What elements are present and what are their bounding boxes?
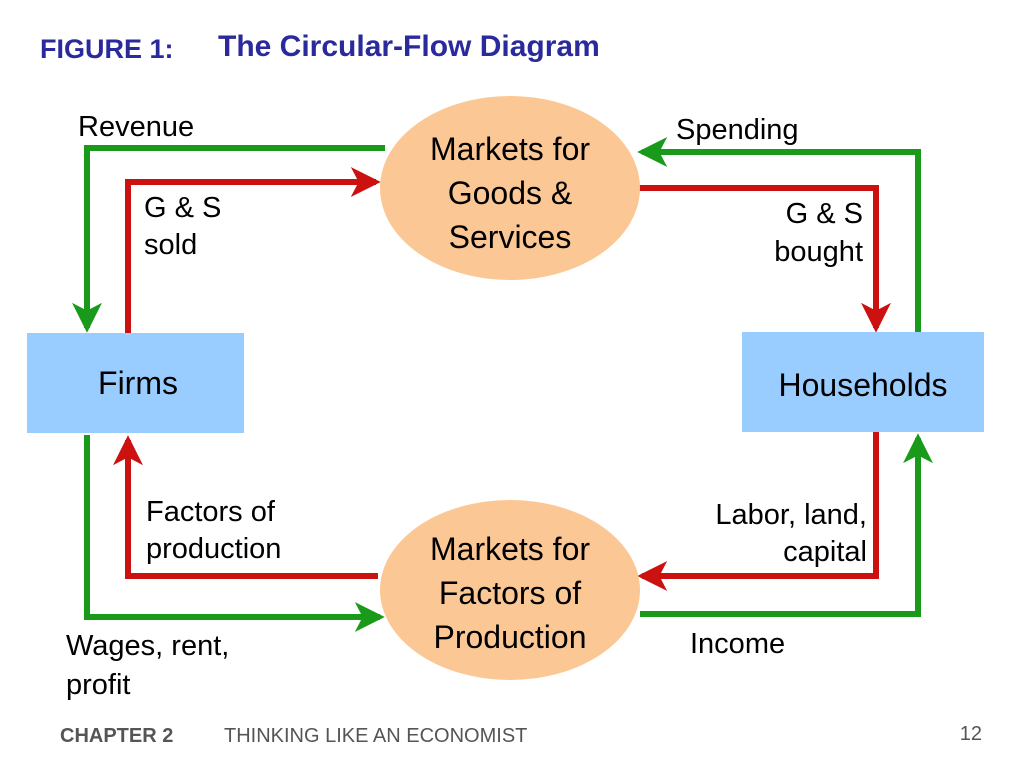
factors-market-label-2: Factors of <box>439 575 581 611</box>
wages-label-1: Wages, rent, <box>66 630 229 662</box>
income-flow-arrow <box>640 433 933 617</box>
firms-label: Firms <box>98 365 178 401</box>
goods-market-label-1: Markets for <box>430 131 590 167</box>
factors-label-2: production <box>146 533 281 565</box>
spending-label: Spending <box>676 114 799 146</box>
page-title: The Circular-Flow Diagram <box>218 30 600 63</box>
labor-label-1: Labor, land, <box>715 499 867 531</box>
income-label: Income <box>690 628 785 660</box>
page-number: 12 <box>959 723 982 745</box>
goods-market-label-2: Goods & <box>448 175 573 211</box>
wages-flow-arrow <box>84 435 385 632</box>
footer-topic: THINKING LIKE AN ECONOMIST <box>224 725 528 747</box>
gs-sold-flow-arrow <box>125 167 381 333</box>
goods-market-label-3: Services <box>449 219 572 255</box>
footer-chapter: CHAPTER 2 <box>60 725 174 747</box>
factors-label-1: Factors of <box>146 496 276 528</box>
revenue-label: Revenue <box>78 111 194 143</box>
factors-market-label-1: Markets for <box>430 531 590 567</box>
goods-market-node <box>380 96 640 280</box>
factors-flow-arrow <box>113 435 378 579</box>
gs-bought-label-1: G & S <box>786 198 863 230</box>
figure-label: FIGURE 1: <box>40 34 174 64</box>
gs-bought-flow-arrow <box>638 185 891 333</box>
households-node <box>742 332 984 432</box>
gs-sold-label-1: G & S <box>144 192 221 224</box>
factors-market-label-3: Production <box>434 619 587 655</box>
gs-sold-label-2: sold <box>144 229 197 261</box>
gs-bought-label-2: bought <box>774 236 863 268</box>
labor-flow-arrow <box>637 432 879 591</box>
spending-flow-arrow <box>637 137 921 332</box>
factors-market-node <box>380 500 640 680</box>
firms-node <box>27 333 244 433</box>
revenue-flow-arrow <box>72 145 385 333</box>
labor-label-2: capital <box>783 536 867 568</box>
wages-label-2: profit <box>66 669 130 701</box>
households-label: Households <box>779 367 948 403</box>
